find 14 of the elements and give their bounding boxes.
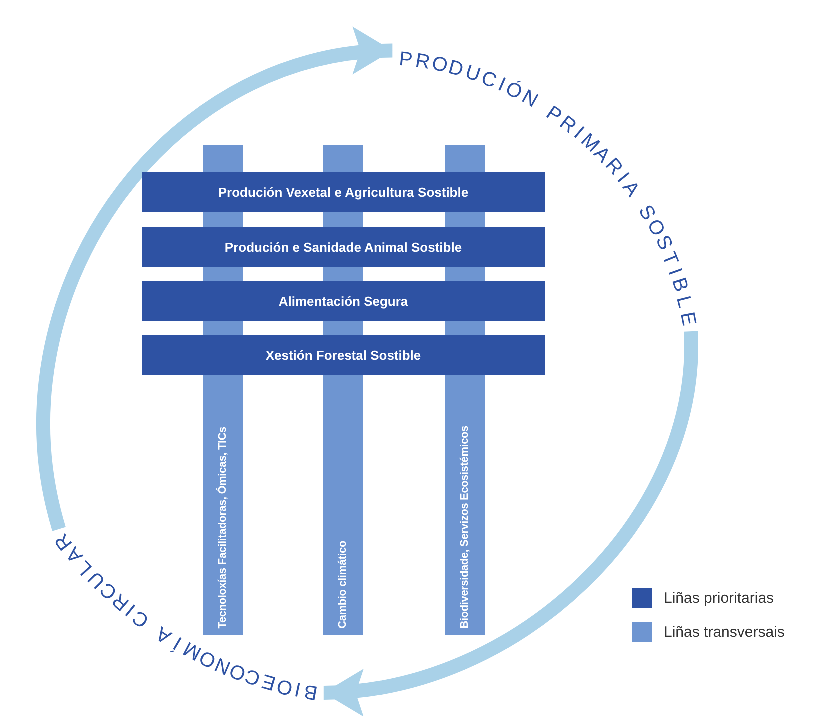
priority-band xyxy=(142,335,545,375)
bar-label: Biodiversidade, Servizos Ecosistémicos xyxy=(459,426,471,629)
band-label: Xestión Forestal Sostible xyxy=(266,348,422,362)
band-label: Produción Vexetal e Agricultura Sostible xyxy=(218,184,469,200)
bar-label: Tecnoloxías Facilitadoras, Ómicas, TICs xyxy=(217,427,229,629)
priority-band xyxy=(142,172,545,212)
priority-band xyxy=(142,227,545,267)
legend-label: Liñas prioritarias xyxy=(664,590,774,606)
curved-arrow xyxy=(323,331,698,714)
bar-label: Cambio climático xyxy=(337,541,349,629)
band-label: Alimentación Segura xyxy=(278,294,408,308)
band-label: Produción e Sanidade Animal Sostible xyxy=(224,240,462,254)
priority-band xyxy=(142,281,545,321)
legend-label: Liñas transversais xyxy=(664,624,785,640)
